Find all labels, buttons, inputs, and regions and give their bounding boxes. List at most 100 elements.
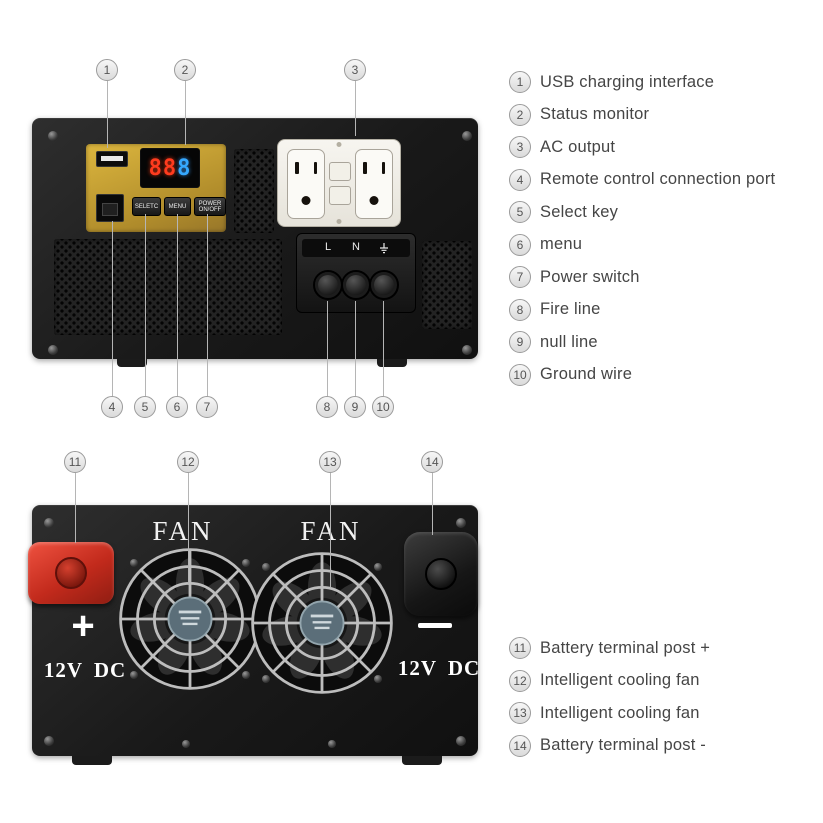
plus-sign: + [71, 604, 95, 648]
legend-number: 9 [509, 331, 531, 353]
screw-icon [328, 740, 336, 748]
callout-9: 9 [344, 396, 366, 418]
voltage-label-left: 12V DC [43, 658, 127, 682]
legend-number: 5 [509, 201, 531, 223]
legend-item-3: 3 AC output [509, 136, 775, 158]
callout-8: 8 [316, 396, 338, 418]
battery-terminal-positive-icon [28, 542, 114, 604]
legend-label: Ground wire [540, 365, 633, 383]
callout-line-4 [112, 221, 113, 396]
callout-line-1 [107, 81, 108, 148]
outlet-slot [313, 162, 317, 174]
rj45-inner [102, 203, 118, 216]
outlet-slot [363, 162, 367, 174]
legend-number: 8 [509, 298, 531, 321]
legend-item-2: 2 Status monitor [509, 103, 775, 126]
outlet-receptacle-left [287, 149, 325, 219]
plate-screw-icon [336, 142, 342, 147]
screw-icon [48, 131, 58, 141]
callout-line-10 [383, 301, 384, 396]
legend-item-6: 6 menu [509, 233, 775, 256]
outlet-ground-hole [301, 196, 311, 205]
screw-icon [456, 518, 466, 528]
inverter-back-view: FAN FAN [28, 505, 479, 765]
mounting-foot [377, 359, 407, 367]
legend-label: Select key [540, 202, 619, 221]
select-button: SELETC [132, 197, 161, 216]
outlet-slot [381, 162, 385, 174]
legend-label: Status monitor [540, 105, 650, 123]
mounting-foot [402, 756, 442, 765]
callout-line-14 [432, 473, 433, 535]
remote-control-port-icon [96, 194, 124, 222]
callout-line-7 [207, 214, 208, 396]
screw-icon [48, 345, 58, 355]
fan-screw-icon [262, 563, 270, 571]
fan-screw-icon [242, 559, 250, 567]
menu-button-label: MENU [168, 203, 187, 210]
outlet-ground-hole [369, 196, 379, 205]
legend-item-13: 13 Intelligent cooling fan [509, 702, 710, 724]
ac-terminal-block: L N [296, 233, 416, 313]
fan-screw-icon [262, 675, 270, 683]
minus-sign-icon [418, 623, 452, 628]
power-button-label-2: ON/OFF [198, 206, 222, 213]
callout-line-12 [188, 473, 189, 585]
mounting-foot [72, 756, 112, 765]
usb-port-icon [96, 151, 128, 167]
control-panel: 88 8 SELETC MENU POWER ON/OFF [86, 144, 226, 232]
callout-line-2 [185, 81, 186, 145]
fan-screw-icon [374, 563, 382, 571]
cooling-fan-left-icon [115, 544, 265, 694]
legend-number: 2 [509, 103, 531, 126]
legend-item-14: 14 Battery terminal post - [509, 734, 710, 757]
legend-item-9: 9 null line [509, 331, 775, 353]
status-display: 88 8 [140, 148, 200, 188]
legend-label: Intelligent cooling fan [540, 671, 700, 689]
callout-5: 5 [134, 396, 156, 418]
fan-screw-icon [242, 671, 250, 679]
select-button-label: SELETC [134, 203, 159, 210]
callout-line-11 [75, 473, 76, 543]
legend-number: 7 [509, 266, 531, 288]
callout-10: 10 [372, 396, 394, 418]
screw-icon [456, 736, 466, 746]
screw-icon [462, 131, 472, 141]
callout-1: 1 [96, 59, 118, 81]
ventilation-grid [234, 149, 274, 233]
callout-line-9 [355, 301, 356, 396]
led-digits-blue: 8 [177, 155, 192, 181]
legend-number: 3 [509, 136, 531, 158]
power-button: POWER ON/OFF [194, 197, 226, 216]
legend-label: menu [540, 235, 583, 253]
fan-screw-icon [374, 675, 382, 683]
outlet-slot [295, 162, 299, 174]
fan-screw-icon [130, 559, 138, 567]
legend-label: Intelligent cooling fan [540, 703, 700, 722]
callout-line-13 [330, 473, 331, 588]
ac-outlet-icon [277, 139, 401, 227]
terminal-post-neutral [341, 270, 371, 300]
legend-number: 1 [509, 71, 531, 93]
ventilation-grid [422, 241, 472, 329]
legend-item-8: 8 Fire line [509, 298, 775, 321]
callout-3: 3 [344, 59, 366, 81]
legend-label: Power switch [540, 267, 640, 286]
legend-label: USB charging interface [540, 72, 715, 91]
legend-item-4: 4 Remote control connection port [509, 168, 775, 191]
legend-item-7: 7 Power switch [509, 266, 775, 288]
outlet-receptacle-right [355, 149, 393, 219]
screw-icon [44, 736, 54, 746]
inverter-front-view: 88 8 SELETC MENU POWER ON/OFF [32, 118, 478, 367]
callout-14: 14 [421, 451, 443, 473]
legend-number: 10 [509, 363, 531, 386]
legend-item-12: 12 Intelligent cooling fan [509, 669, 710, 692]
terminal-bolt [55, 557, 87, 589]
legend-item-10: 10 Ground wire [509, 363, 775, 386]
legend-number: 12 [509, 669, 531, 692]
legend-number: 11 [509, 637, 531, 659]
callout-line-6 [177, 214, 178, 396]
led-digits-red: 88 [148, 155, 178, 181]
legend-number: 6 [509, 233, 531, 256]
